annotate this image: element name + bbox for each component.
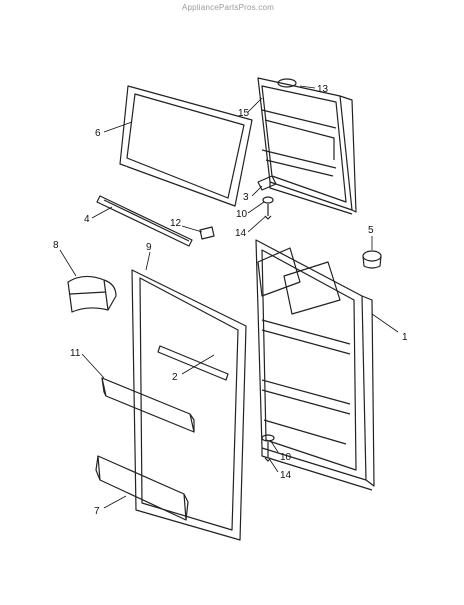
callout-13: 13 — [317, 84, 329, 95]
callout-14: 14 — [235, 228, 247, 239]
cap — [362, 250, 382, 269]
small-part-12 — [199, 226, 215, 240]
lower-door-shelf-bin — [95, 455, 189, 521]
divider-strip — [96, 195, 193, 247]
dairy-door — [67, 275, 117, 313]
callout-6: 6 — [95, 128, 101, 139]
callout-4: 4 — [84, 214, 90, 225]
freezer-door-gasket — [119, 85, 253, 207]
callout-10-lower: 10 — [280, 452, 292, 463]
door-shelf-bin — [101, 377, 195, 433]
callout-10: 10 — [236, 209, 248, 220]
fresh-food-door-gasket — [131, 269, 247, 541]
callout-8: 8 — [53, 240, 59, 251]
callout-labels: 13 15 6 3 10 14 4 12 8 9 5 1 11 2 10 14 … — [53, 84, 408, 517]
door-plug — [277, 78, 297, 88]
callout-14-lower: 14 — [280, 470, 292, 481]
leader-lines — [59, 85, 399, 509]
callout-5: 5 — [368, 225, 374, 236]
callout-15: 15 — [238, 108, 250, 119]
callout-9: 9 — [146, 242, 152, 253]
callout-11: 11 — [70, 348, 81, 359]
callout-2: 2 — [172, 372, 178, 383]
lower-hinge-parts — [261, 434, 275, 462]
fresh-food-door — [255, 239, 375, 491]
freezer-door — [257, 77, 357, 215]
callout-7: 7 — [94, 506, 100, 517]
callout-12: 12 — [170, 218, 182, 229]
watermark: AppliancePartsPros.com — [182, 3, 274, 12]
callout-3: 3 — [243, 192, 249, 203]
freezer-hinge-parts — [257, 175, 277, 220]
callout-1: 1 — [402, 332, 408, 343]
divider-rod — [157, 345, 229, 381]
